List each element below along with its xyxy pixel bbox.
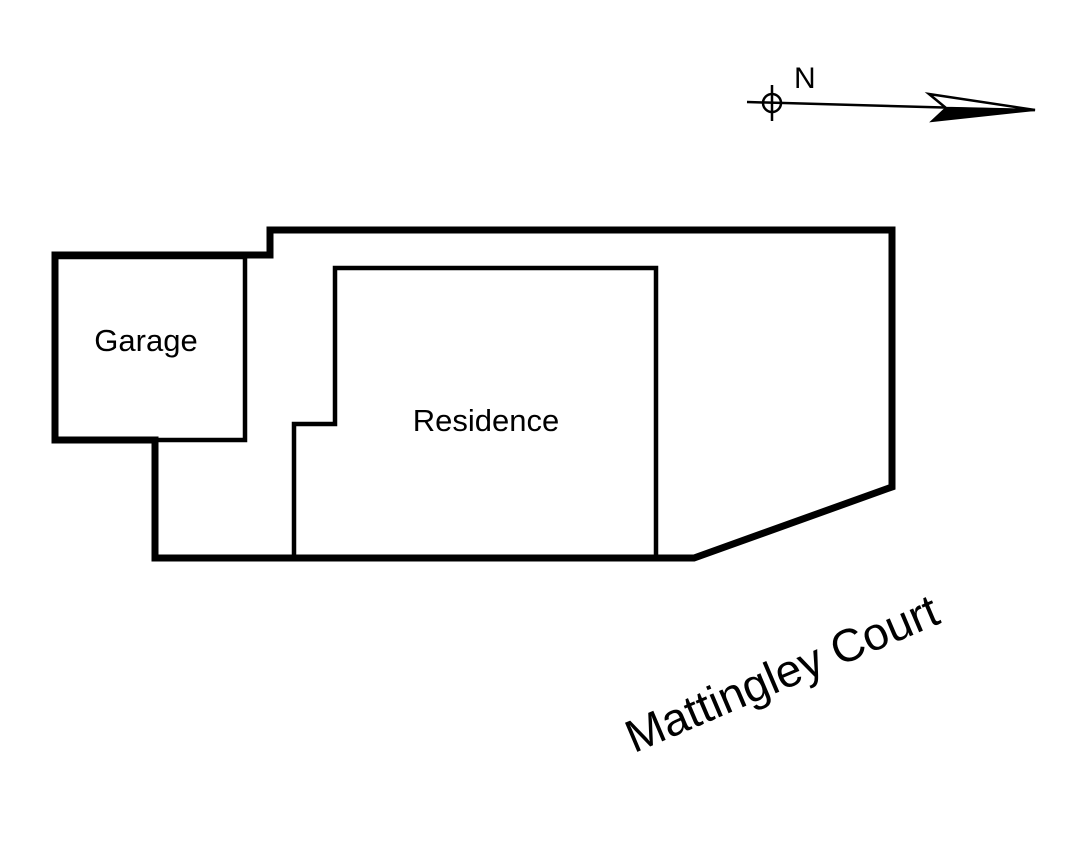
street-label: Mattingley Court <box>617 584 946 763</box>
garage-outline <box>52 254 248 443</box>
residence-outline <box>291 265 659 561</box>
north-arrow: N <box>746 62 1036 123</box>
lot-boundary <box>51 226 896 562</box>
north-arrow-head-upper <box>924 92 1036 112</box>
north-label: N <box>794 62 816 95</box>
north-arrow-head-lower <box>929 106 1036 123</box>
garage-label: Garage <box>94 323 197 358</box>
residence-label: Residence <box>413 403 559 438</box>
